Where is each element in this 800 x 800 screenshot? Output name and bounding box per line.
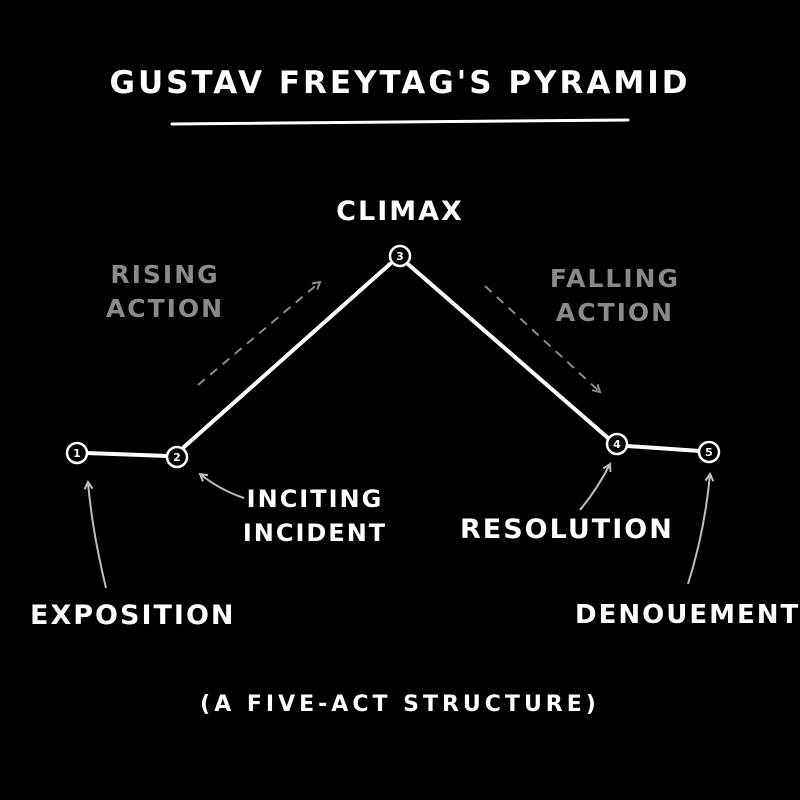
node-2: 2 bbox=[165, 445, 189, 469]
exposition-segment bbox=[84, 451, 170, 458]
node-4: 4 bbox=[605, 432, 629, 456]
svg-text:5: 5 bbox=[705, 446, 713, 459]
falling-action-line2: ACTION bbox=[555, 298, 675, 327]
inciting-incident-label: INCITING INCIDENT bbox=[240, 482, 390, 550]
falling-action-arrow bbox=[484, 285, 600, 392]
rising-action-line1: RISING bbox=[110, 260, 220, 289]
denouement-arrow bbox=[687, 474, 710, 585]
climax-label: CLIMAX bbox=[336, 196, 464, 227]
exposition-label: EXPOSITION bbox=[30, 600, 236, 631]
title-underline bbox=[170, 118, 630, 126]
diagram-subtitle: (A FIVE-ACT STRUCTURE) bbox=[200, 692, 600, 717]
falling-action-line1: FALLING bbox=[549, 264, 681, 293]
resolution-label: RESOLUTION bbox=[460, 514, 674, 545]
falling-segment bbox=[407, 263, 610, 440]
denouement-label: DENOUEMENT bbox=[575, 600, 800, 630]
inciting-incident-arrow bbox=[200, 474, 245, 499]
svg-text:3: 3 bbox=[396, 250, 404, 263]
svg-text:1: 1 bbox=[73, 447, 81, 460]
rising-action-arrow bbox=[197, 282, 320, 386]
node-1: 1 bbox=[65, 441, 89, 465]
rising-segment bbox=[182, 262, 392, 449]
node-3: 3 bbox=[388, 244, 412, 268]
resolution-arrow bbox=[579, 464, 610, 511]
svg-text:4: 4 bbox=[613, 438, 621, 451]
svg-text:2: 2 bbox=[173, 451, 181, 464]
inciting-incident-line2: INCIDENT bbox=[242, 519, 388, 547]
exposition-arrow bbox=[88, 482, 107, 589]
rising-action-line2: ACTION bbox=[105, 294, 225, 323]
rising-action-label: RISING ACTION bbox=[90, 258, 240, 326]
diagram-title: GUSTAV FREYTAG'S PYRAMID bbox=[109, 65, 691, 101]
resolution-segment bbox=[625, 444, 702, 453]
inciting-incident-line1: INCITING bbox=[246, 485, 384, 513]
node-5: 5 bbox=[697, 440, 721, 464]
falling-action-label: FALLING ACTION bbox=[535, 262, 695, 330]
